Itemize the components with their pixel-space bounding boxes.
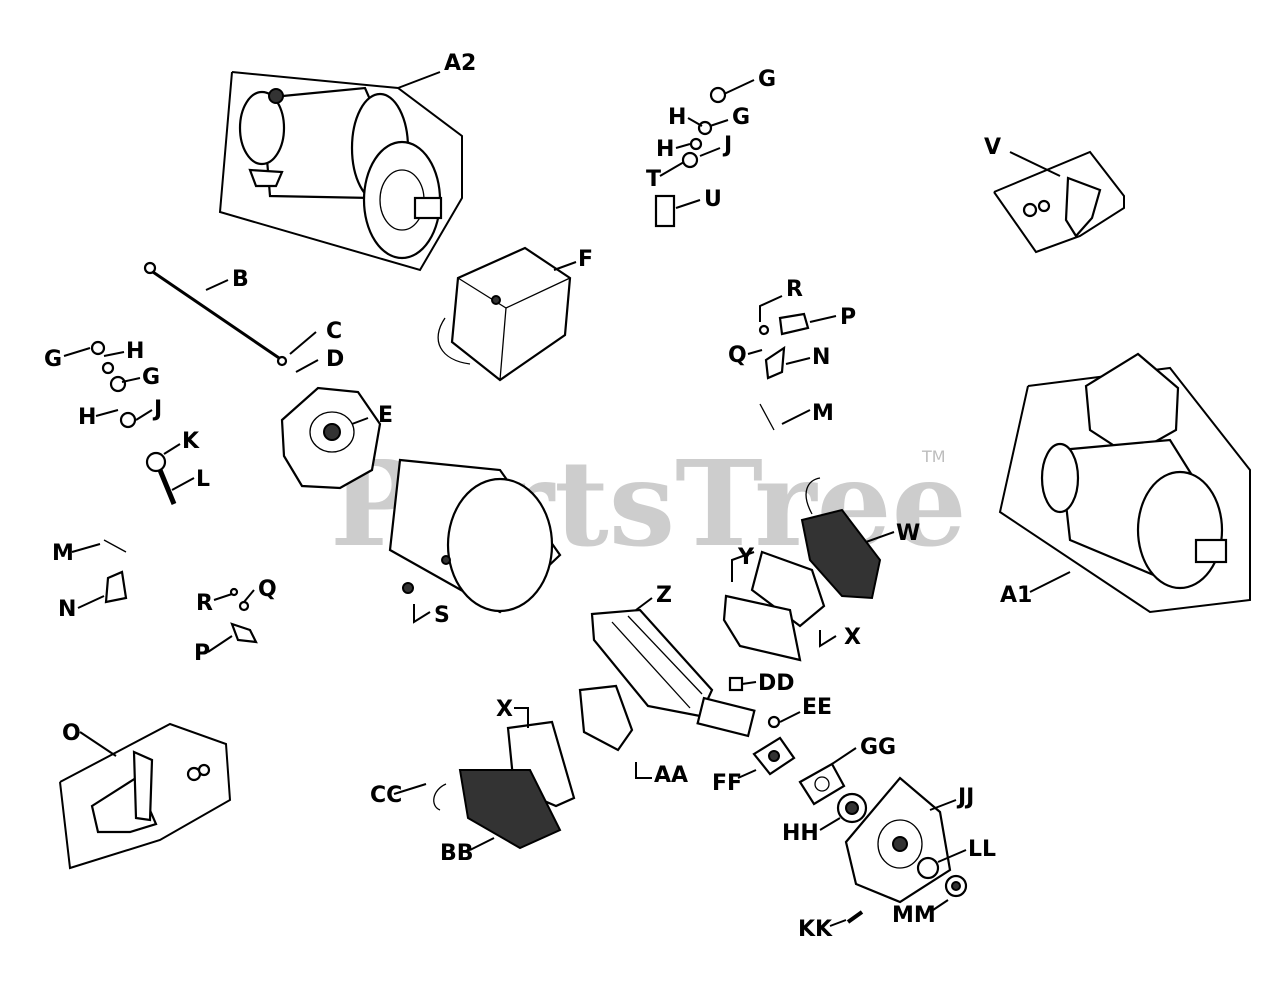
part-hardware-stack-left[interactable] <box>90 340 177 505</box>
label-cc: CC <box>370 783 402 808</box>
label-b: B <box>232 267 249 292</box>
part-hardware-stack-top[interactable] <box>654 86 727 228</box>
part-y-pole-shoe[interactable] <box>750 550 826 628</box>
label-m-right: M <box>812 401 834 426</box>
label-s: S <box>434 603 450 628</box>
part-ff-bearing-retainer[interactable] <box>752 736 796 776</box>
label-ll: LL <box>968 837 996 862</box>
label-t: T <box>646 167 661 192</box>
label-l: L <box>196 467 210 492</box>
label-hh: HH <box>782 821 819 846</box>
label-d: D <box>326 347 344 372</box>
part-brush-holder-left[interactable] <box>103 539 258 644</box>
label-m-left: M <box>52 541 74 566</box>
label-h-left-2: H <box>78 405 96 430</box>
part-dd-key[interactable] <box>728 676 744 692</box>
part-bb-field-coil[interactable] <box>433 769 562 850</box>
label-j-left: J <box>152 397 162 422</box>
part-x-pole-shoe-upper[interactable] <box>722 594 802 662</box>
label-y: Y <box>737 545 755 570</box>
part-field-frame-housing[interactable] <box>388 458 562 614</box>
part-aa-pole-shoe[interactable] <box>578 684 634 752</box>
label-z: Z <box>656 583 672 608</box>
label-g-left-1: G <box>44 347 62 372</box>
label-h-left-1: H <box>126 339 144 364</box>
label-x-lower: X <box>496 697 513 722</box>
label-p-right: P <box>840 305 856 330</box>
label-w: W <box>896 521 920 546</box>
part-z-armature[interactable] <box>590 608 756 738</box>
label-ee: EE <box>802 695 832 720</box>
label-g-top-1: G <box>758 67 776 92</box>
label-r-right: R <box>786 277 803 302</box>
leader-lines <box>63 71 1071 927</box>
part-mm-nut[interactable] <box>944 874 968 898</box>
label-q-right: Q <box>728 343 747 368</box>
callout-labels: A2 B C D E F G H G H J T U V G H G H J K… <box>44 51 1032 942</box>
label-gg: GG <box>860 735 896 760</box>
label-n-left: N <box>58 597 76 622</box>
label-c: C <box>326 319 342 344</box>
part-f-regulator[interactable] <box>437 246 572 382</box>
label-h-top-2: H <box>656 137 674 162</box>
label-kk: KK <box>798 917 833 942</box>
label-bb: BB <box>440 841 474 866</box>
label-ff: FF <box>712 771 742 796</box>
label-e: E <box>378 403 393 428</box>
label-a2: A2 <box>444 51 476 76</box>
label-g-left-2: G <box>142 365 160 390</box>
watermark-trademark: TM <box>921 447 946 466</box>
part-a2-assembly[interactable] <box>218 71 463 272</box>
part-v-bracket-assembly[interactable] <box>993 150 1125 254</box>
label-g-top-2: G <box>732 105 750 130</box>
label-dd: DD <box>758 671 795 696</box>
label-x-upper: X <box>844 625 861 650</box>
part-w-field-coil[interactable] <box>800 477 882 600</box>
label-k: K <box>182 429 200 454</box>
label-q-left: Q <box>258 577 277 602</box>
part-hh-bearing[interactable] <box>836 792 868 824</box>
label-u: U <box>704 187 722 212</box>
label-p-left: P <box>194 641 210 666</box>
label-jj: JJ <box>956 785 974 810</box>
part-o-bracket-assembly[interactable] <box>59 722 232 870</box>
label-h-top-1: H <box>668 105 686 130</box>
part-ll-spacer[interactable] <box>916 856 940 880</box>
part-brush-holder-right[interactable] <box>758 312 810 431</box>
label-n-right: N <box>812 345 830 370</box>
label-r-left: R <box>196 591 213 616</box>
label-f: F <box>578 247 593 272</box>
label-a1: A1 <box>1000 583 1032 608</box>
label-j-top: J <box>722 133 732 158</box>
label-mm: MM <box>892 903 936 928</box>
part-gg-gasket[interactable] <box>798 762 846 806</box>
part-kk-pin[interactable] <box>846 910 864 924</box>
label-o: O <box>62 721 81 746</box>
part-a1-assembly[interactable] <box>998 352 1251 614</box>
label-aa: AA <box>654 763 688 788</box>
label-v: V <box>984 135 1001 160</box>
part-b-through-bolt[interactable] <box>143 261 288 367</box>
part-ee-screw[interactable] <box>767 715 781 729</box>
part-e-end-frame[interactable] <box>280 386 382 490</box>
